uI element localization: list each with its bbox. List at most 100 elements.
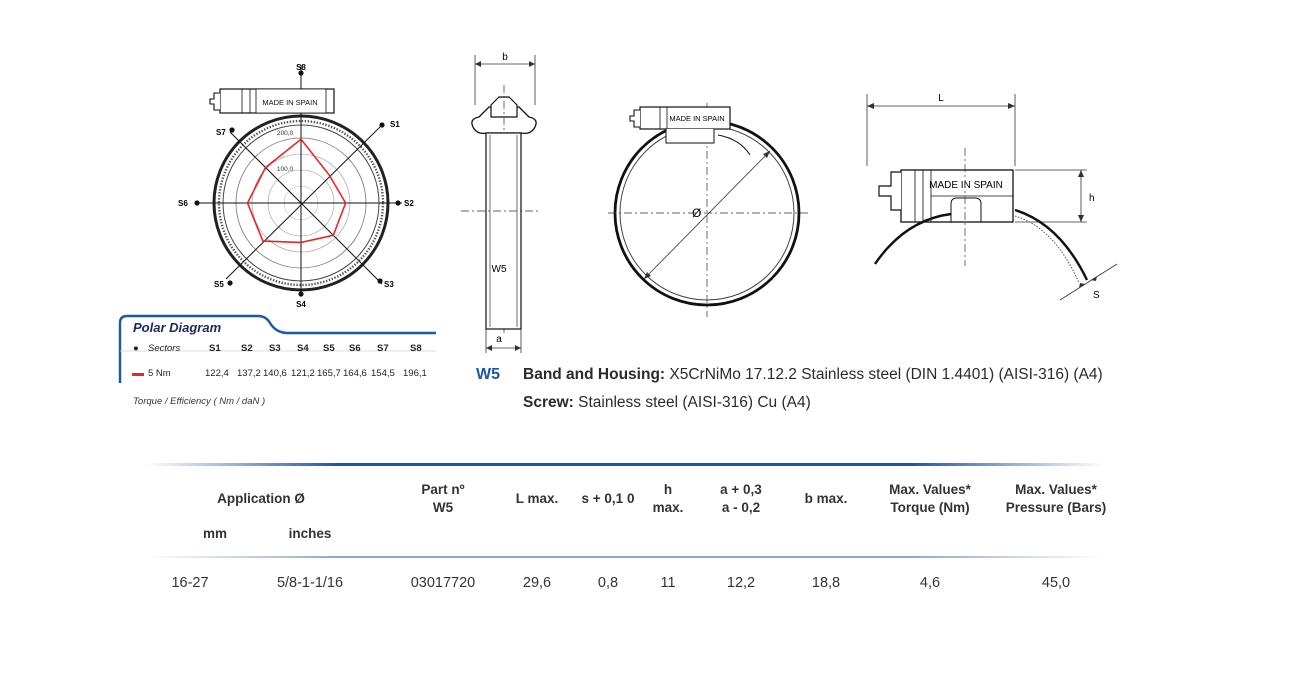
header-part: Part nº W5 (400, 481, 486, 517)
w5-side-label: W5 (492, 264, 507, 275)
dot-s3 (377, 278, 383, 284)
header-pressure: Max. Values* Pressure (Bars) (998, 481, 1114, 517)
ring-label-200: 200,0 (277, 130, 294, 137)
band-housing-line: Band and Housing: X5CrNiMo 17.12.2 Stain… (523, 366, 1103, 384)
legend-value: 140,6 (263, 368, 287, 379)
sector-label-s7: S7 (216, 128, 226, 137)
ring-label-100: 100,0 (277, 166, 294, 173)
screw-line: Screw: Stainless steel (AISI-316) Cu (A4… (523, 394, 811, 412)
cell-pressure: 45,0 (1041, 575, 1071, 591)
cell-part: 03017720 (410, 575, 476, 591)
header-bmax: b max. (804, 491, 848, 506)
dot-s7 (229, 127, 235, 133)
cell-s: 0,8 (597, 575, 619, 591)
header-torque: Max. Values* Torque (Nm) (872, 481, 988, 517)
band-housing-value: X5CrNiMo 17.12.2 Stainless steel (DIN 1.… (665, 366, 1103, 383)
legend-series-row: 5 Nm 122,4 137,2 140,6 121,2 165,7 164,6… (121, 368, 439, 382)
screw-value: Stainless steel (AISI-316) Cu (A4) (573, 394, 811, 411)
sector-label-s8: S8 (296, 63, 306, 72)
polar-legend: Polar Diagram ● Sectors S1 S2 S3 S4 S5 S… (121, 316, 431, 384)
dot-s6 (194, 200, 200, 206)
header-pressure-line1: Max. Values* (1015, 482, 1097, 497)
bullet-icon: ● (133, 343, 139, 354)
cell-bmax: 18,8 (811, 575, 841, 591)
model-code: W5 (476, 366, 500, 383)
header-h-line2: max. (652, 500, 684, 515)
cell-torque: 4,6 (919, 575, 941, 591)
legend-value: 121,2 (291, 368, 315, 379)
detail-housing-label: MADE IN SPAIN (929, 180, 1003, 191)
sector-label-s6: S6 (178, 199, 188, 208)
legend-title: Polar Diagram (133, 320, 222, 335)
header-mm: mm (202, 526, 227, 541)
legend-sector-header: S5 (323, 343, 335, 354)
cell-lmax: 29,6 (522, 575, 552, 591)
header-s: s + 0,1 0 (581, 491, 635, 506)
header-a: a + 0,3 a - 0,2 (704, 481, 778, 517)
cell-h: 11 (660, 575, 676, 591)
legend-series-label: 5 Nm (148, 368, 171, 379)
dim-l-label: L (938, 93, 944, 104)
dim-a-label: a (496, 334, 502, 345)
header-part-line2: W5 (432, 500, 454, 515)
legend-value: 196,1 (403, 368, 427, 379)
legend-caption: Torque / Efficiency ( Nm / daN ) (133, 396, 266, 407)
series-5nm-polygon (246, 138, 347, 244)
dot-s8 (298, 70, 304, 76)
header-part-line1: Part nº (421, 482, 465, 497)
legend-sectors-label: Sectors (148, 343, 181, 354)
front-housing-label: MADE IN SPAIN (669, 114, 724, 123)
header-torque-line2: Torque (Nm) (890, 500, 970, 515)
cell-inches: 5/8-1-1/16 (276, 575, 344, 591)
dot-s1 (379, 122, 385, 128)
side-view-drawing: b W5 a (461, 52, 539, 353)
series-swatch (132, 373, 144, 376)
dim-h-label: h (1089, 193, 1095, 204)
sector-label-s5: S5 (214, 280, 224, 289)
legend-header-row: ● Sectors S1 S2 S3 S4 S5 S6 S7 S8 (121, 343, 439, 357)
legend-sector-header: S1 (209, 343, 221, 354)
diameter-label: Ø (692, 206, 701, 220)
polar-diagram: MADE IN SPAIN 200,0 100,0 S8 S1 S2 S3 S4… (178, 63, 414, 309)
front-view-drawing: Ø MADE IN SPAIN (608, 103, 810, 317)
housing-detail-drawing: L MADE IN SPAIN h S (866, 93, 1118, 301)
sector-label-s1: S1 (390, 120, 400, 129)
dim-b-label: b (502, 52, 508, 63)
header-lmax: L max. (515, 491, 559, 506)
legend-value: 137,2 (237, 368, 261, 379)
header-a-line2: a - 0,2 (721, 500, 761, 515)
legend-sector-header: S8 (410, 343, 422, 354)
legend-value: 154,5 (371, 368, 395, 379)
side-band (485, 132, 522, 330)
screw-label: Screw: (523, 394, 574, 411)
legend-sector-header: S3 (269, 343, 281, 354)
legend-sector-header: S6 (349, 343, 361, 354)
header-pressure-line2: Pressure (Bars) (1005, 500, 1107, 515)
dim-s-label: S (1093, 290, 1100, 301)
sector-label-s4: S4 (296, 300, 306, 309)
header-h-line1: h (663, 482, 673, 497)
header-h: h max. (641, 481, 695, 517)
legend-sector-header: S2 (241, 343, 253, 354)
legend-value: 164,6 (343, 368, 367, 379)
header-application: Application Ø (217, 491, 305, 506)
legend-value: 165,7 (317, 368, 341, 379)
legend-value: 122,4 (205, 368, 229, 379)
sector-label-s2: S2 (404, 199, 414, 208)
spoke-diag-1 (229, 131, 383, 285)
housing-label: MADE IN SPAIN (262, 98, 317, 107)
screw-head (209, 92, 220, 111)
cell-mm: 16-27 (171, 575, 209, 591)
table-top-rule (146, 463, 1104, 466)
header-inches: inches (288, 526, 332, 541)
legend-sector-header: S4 (297, 343, 309, 354)
cell-a: 12,2 (726, 575, 756, 591)
table-header-rule (146, 556, 1104, 558)
header-torque-line1: Max. Values* (889, 482, 971, 497)
header-a-line1: a + 0,3 (720, 482, 762, 497)
spoke-diag-2 (225, 124, 383, 280)
legend-frame (118, 314, 436, 383)
dot-s4 (298, 291, 304, 297)
band-housing-label: Band and Housing: (523, 366, 666, 383)
dot-s5 (227, 280, 233, 286)
